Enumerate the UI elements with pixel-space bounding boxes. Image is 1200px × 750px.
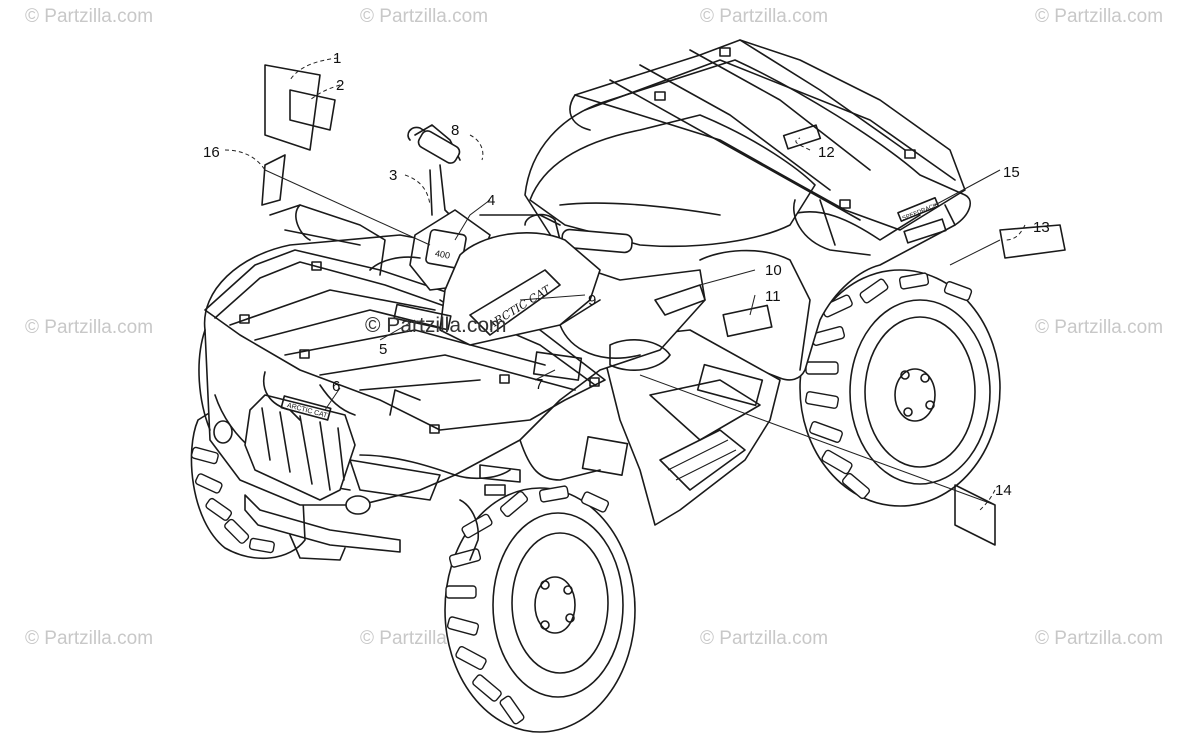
- watermark: © Partzilla.com: [25, 317, 153, 338]
- watermark: © Partzilla.com: [1035, 628, 1163, 649]
- callout-7: 7: [535, 376, 543, 393]
- callout-5: 5: [379, 341, 387, 358]
- callout-11: 11: [765, 288, 781, 305]
- front-rack-rear-arms: [269, 204, 386, 276]
- callout-16: 16: [203, 144, 220, 161]
- watermark: © Partzilla.com: [25, 6, 153, 27]
- fuel-tank: ARCTIC CAT: [393, 232, 706, 381]
- callout-1: 1: [333, 50, 341, 67]
- decal-14-shape: [954, 484, 996, 546]
- callout-8: 8: [451, 122, 459, 139]
- rear-tire-tread: [804, 272, 973, 500]
- watermark: © Partzilla.com: [1035, 6, 1163, 27]
- grille: ARCTIC CAT: [213, 394, 521, 515]
- watermark: © Partzilla.com: [360, 6, 488, 27]
- exploded-decals: [261, 64, 1066, 546]
- watermarks: © Partzilla.com © Partzilla.com © Partzi…: [25, 6, 1163, 649]
- watermark-center: © Partzilla.com: [365, 314, 507, 337]
- front-right-wheel: [444, 485, 636, 733]
- watermark: © Partzilla.com: [1035, 317, 1163, 338]
- console-decal-text: 400: [434, 248, 451, 260]
- front-left-tread: [190, 446, 275, 554]
- callout-12: 12: [818, 144, 835, 161]
- callout-10: 10: [765, 262, 782, 279]
- seat: [529, 114, 816, 248]
- callout-2: 2: [336, 77, 344, 94]
- footwell: [581, 329, 781, 526]
- callout-13: 13: [1033, 219, 1050, 236]
- leader-lines: [224, 57, 1026, 511]
- decal-2-shape: [289, 89, 336, 131]
- callout-labels: 1 2 3 4 5 6 7 8 9 10 11 12 13 14 15 16: [203, 50, 1050, 499]
- rear-wheel: [799, 269, 1001, 507]
- callout-6: 6: [332, 378, 340, 395]
- watermark: © Partzilla.com: [700, 6, 828, 27]
- decal-13-shape: [999, 224, 1066, 259]
- callout-4: 4: [487, 192, 495, 209]
- front-fender-edge: [198, 256, 421, 431]
- callout-3: 3: [389, 167, 397, 184]
- decal-16-shape: [261, 154, 286, 206]
- callout-14: 14: [995, 482, 1012, 499]
- callout-15: 15: [1003, 164, 1020, 181]
- decal-1-shape: [264, 64, 321, 151]
- watermark: © Partzilla.com: [25, 628, 153, 649]
- watermark: © Partzilla.com: [700, 628, 828, 649]
- front-bumper: [244, 484, 506, 561]
- callout-9: 9: [588, 292, 596, 309]
